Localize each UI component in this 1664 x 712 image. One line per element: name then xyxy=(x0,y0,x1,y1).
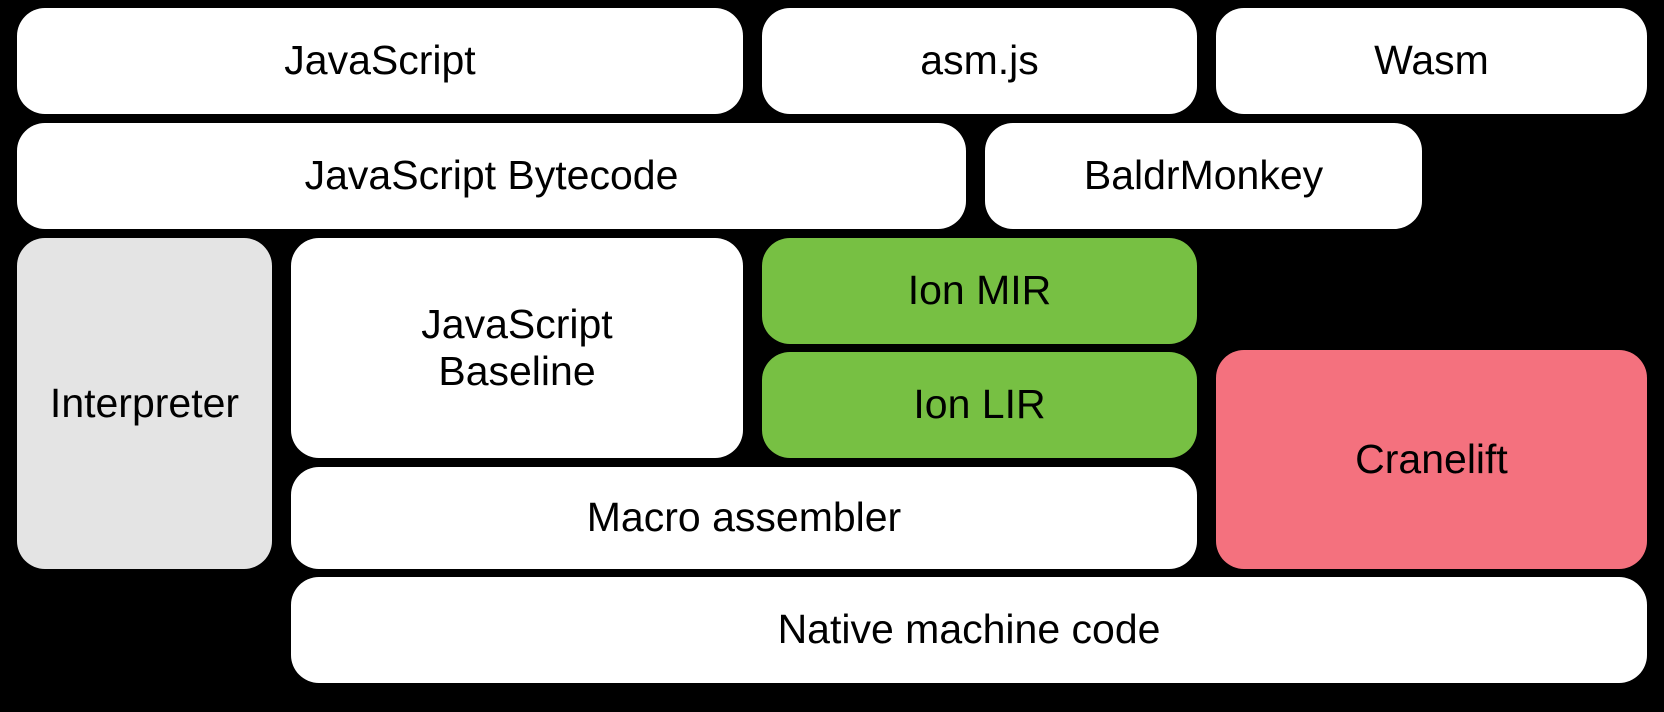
node-baldrmonkey: BaldrMonkey xyxy=(985,123,1422,229)
node-javascript-bytecode: JavaScript Bytecode xyxy=(17,123,966,229)
node-javascript-bytecode-label: JavaScript Bytecode xyxy=(304,152,679,199)
node-native-machine-code: Native machine code xyxy=(291,577,1647,683)
node-wasm-label: Wasm xyxy=(1374,37,1489,84)
node-native-machine-code-label: Native machine code xyxy=(777,606,1161,653)
node-ion-lir: Ion LIR xyxy=(762,352,1197,458)
node-baldrmonkey-label: BaldrMonkey xyxy=(1083,152,1324,199)
node-macro-assembler-label: Macro assembler xyxy=(586,494,902,541)
node-cranelift: Cranelift xyxy=(1216,350,1647,569)
node-ion-mir-label: Ion MIR xyxy=(907,267,1052,314)
node-ion-lir-label: Ion LIR xyxy=(913,381,1046,428)
node-asmjs-label: asm.js xyxy=(920,37,1039,84)
node-asmjs: asm.js xyxy=(762,8,1197,114)
node-javascript-baseline-label: JavaScript Baseline xyxy=(421,300,613,394)
node-interpreter-label: Interpreter xyxy=(49,379,240,426)
node-macro-assembler: Macro assembler xyxy=(291,467,1197,569)
node-javascript-label: JavaScript xyxy=(284,37,476,84)
node-javascript: JavaScript xyxy=(17,8,743,114)
node-interpreter: Interpreter xyxy=(17,238,272,569)
node-wasm: Wasm xyxy=(1216,8,1647,114)
node-javascript-baseline: JavaScript Baseline xyxy=(291,238,743,458)
node-cranelift-label: Cranelift xyxy=(1355,435,1508,482)
node-ion-mir: Ion MIR xyxy=(762,238,1197,344)
